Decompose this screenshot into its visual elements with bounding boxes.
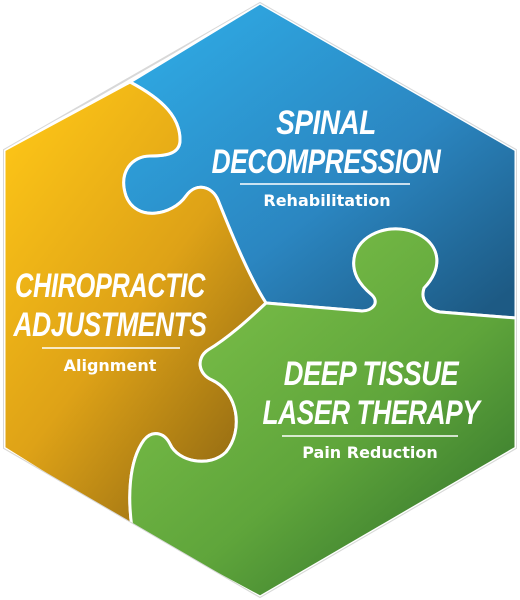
spinal-subtitle: Rehabilitation — [263, 191, 390, 210]
chiro-title-line-1: CHIROPRACTIC — [15, 268, 206, 305]
chiro-title-line-2: ADJUSTMENTS — [13, 306, 208, 344]
laser-title-line-2: LASER THERAPY — [263, 394, 483, 432]
laser-title-line-1: DEEP TISSUE — [284, 354, 460, 393]
label-group-chiro: CHIROPRACTIC ADJUSTMENTS Alignment — [13, 268, 208, 375]
spinal-title-line-2: DECOMPRESSION — [212, 143, 442, 181]
spinal-title-line-1: SPINAL — [276, 103, 376, 141]
label-group-spinal: SPINAL DECOMPRESSION Rehabilitation — [212, 103, 442, 210]
chiro-subtitle: Alignment — [64, 356, 157, 375]
laser-subtitle: Pain Reduction — [302, 443, 438, 462]
label-group-laser: DEEP TISSUE LASER THERAPY Pain Reduction — [263, 354, 483, 462]
puzzle-piece-deep-tissue-laser-therapy — [128, 227, 516, 597]
